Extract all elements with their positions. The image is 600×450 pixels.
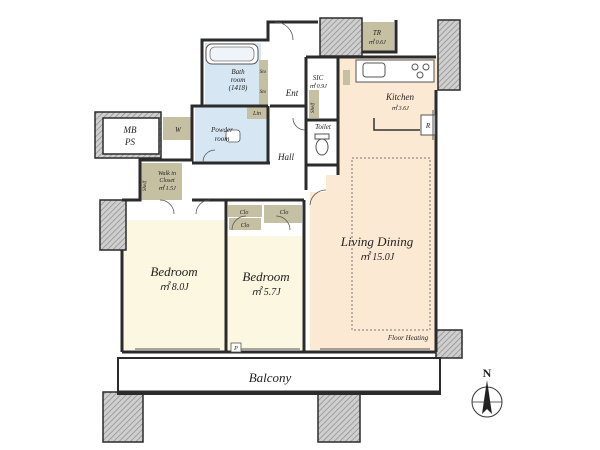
column-bedroom xyxy=(99,199,127,251)
column-balcony-left xyxy=(102,391,144,443)
clo3-label: Clo xyxy=(241,223,250,229)
column-right-bottom xyxy=(435,329,463,359)
walkin-label-2: Closet xyxy=(159,178,175,184)
bath-label-3: (1418) xyxy=(229,84,248,92)
clo1-label: Clo xyxy=(240,210,249,216)
bedroom1-area-label: ㎡ 8.0J xyxy=(159,281,189,293)
tr-area-label: ㎡ 0.6J xyxy=(368,38,386,46)
balcony-area xyxy=(117,357,441,395)
bedroom2-label: Bedroom xyxy=(242,269,289,284)
bath-label-1: Bath xyxy=(231,68,245,76)
floor-heating-label: Floor Heating xyxy=(387,334,429,342)
shelf-small-area xyxy=(343,70,350,85)
tr-label: TR xyxy=(373,29,382,37)
kitchen-label: Kitchen xyxy=(385,92,414,102)
living-area-label: ㎡ 15.0J xyxy=(360,251,395,263)
bathtub-inner xyxy=(209,46,255,62)
p-box xyxy=(230,342,242,353)
sto2-label: Sto xyxy=(260,90,267,95)
walkin-area xyxy=(140,163,182,200)
bedroom1-area xyxy=(122,220,226,350)
shelf-ent-label: Shelf xyxy=(311,102,316,113)
kitchen-area: ㎡ 3.6J xyxy=(391,104,409,112)
clo1-area xyxy=(228,205,262,217)
column-tr xyxy=(319,17,363,57)
powder-label-2: room xyxy=(215,135,230,143)
door-swings xyxy=(159,21,327,231)
clo2-area xyxy=(264,205,302,223)
sto-area xyxy=(259,60,268,105)
powder-sink xyxy=(225,129,241,143)
bedroom2-area xyxy=(226,236,304,350)
fridge-box xyxy=(420,114,436,136)
shelf-wic-label: Shelf xyxy=(143,180,148,191)
mbps-label-1: MB xyxy=(123,125,137,135)
balcony-label: Balcony xyxy=(249,370,292,385)
clo2-label: Clo xyxy=(280,210,289,216)
floor-heating-boundary xyxy=(351,157,431,331)
ent-label: Ent xyxy=(285,88,299,98)
walkin-label-1: Walk in xyxy=(158,171,176,177)
lin-area xyxy=(247,107,267,119)
mbps-label-2: PS xyxy=(124,137,135,147)
living-label: Living Dining xyxy=(340,234,414,249)
w-label: W xyxy=(175,126,182,134)
windows xyxy=(135,110,434,350)
stove-burner xyxy=(416,71,424,79)
bedroom1-label: Bedroom xyxy=(150,264,197,279)
bedroom2-area-label: ㎡ 5.7J xyxy=(251,286,281,298)
walls xyxy=(120,20,438,354)
column-top-right xyxy=(437,19,461,91)
clo3-area xyxy=(229,218,261,230)
stove-burner xyxy=(422,63,430,71)
living-dining-area xyxy=(310,57,440,350)
toilet-tank xyxy=(314,133,330,140)
kitchen-partition xyxy=(373,118,420,131)
toilet-label: Toilet xyxy=(315,123,332,131)
stove-burner xyxy=(411,63,419,71)
toilet-bowl xyxy=(315,138,329,156)
compass-icon: N xyxy=(471,366,503,418)
hall-label: Hall xyxy=(277,152,295,162)
sto1-label: Sto xyxy=(260,70,267,75)
walkin-area: ㎡ 1.5J xyxy=(158,184,176,192)
column-balcony-mid xyxy=(317,391,361,443)
lin-label: Lin xyxy=(252,111,261,117)
compass-n-label: N xyxy=(483,366,492,380)
shelf-ent-area xyxy=(309,90,319,118)
bath-label-2: room xyxy=(231,76,246,84)
tr-label-group: TR ㎡ 0.6J xyxy=(368,29,386,46)
sic-area: ㎡ 0.9J xyxy=(309,82,327,90)
powder-label-1: Powder xyxy=(210,126,233,134)
w-area xyxy=(163,117,193,140)
r-label: R xyxy=(425,122,431,130)
sic-label: SIC xyxy=(313,74,324,82)
tr-area xyxy=(360,22,394,52)
inner-mbps xyxy=(102,117,160,155)
kitchen-sink xyxy=(362,62,386,78)
p-label: P xyxy=(233,346,238,352)
